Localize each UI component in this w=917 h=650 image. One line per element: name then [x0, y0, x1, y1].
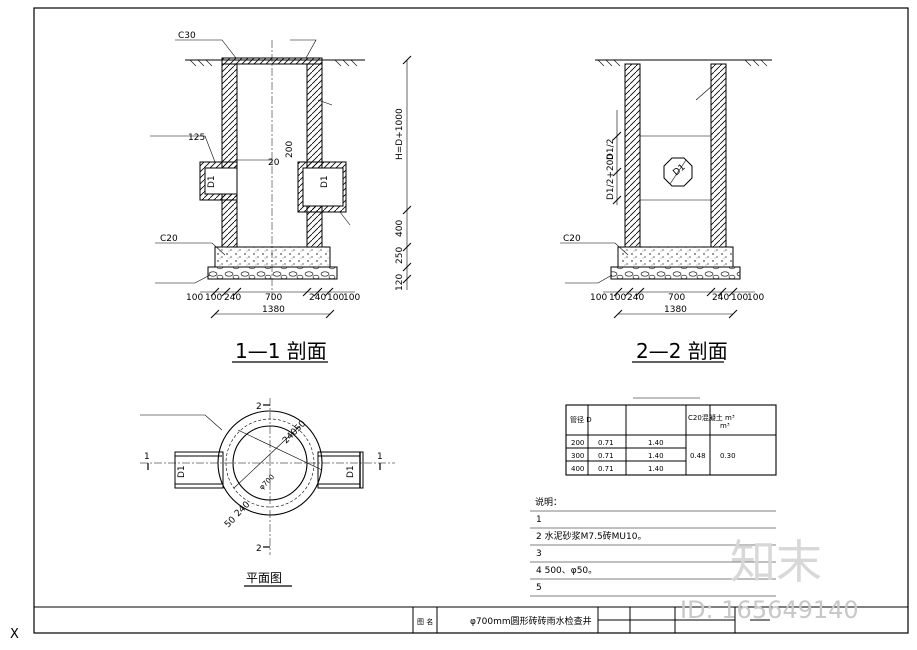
dim2-b2: 100: [609, 293, 626, 303]
pipe-opening: [663, 157, 693, 187]
table-row3-a: 0.71: [598, 465, 614, 473]
note-5: 5: [536, 583, 542, 593]
notes: 说明： 1 2 水泥砂浆M7.5砖MU10。 3 4 500、φ50。 5: [530, 496, 776, 597]
cut-mark-1-left: 1: [144, 452, 150, 462]
concrete-base-2: [617, 246, 734, 268]
table-merged-other: 0.30: [720, 452, 736, 460]
sheet-frame: [33, 7, 909, 634]
table-header-d: 管径 D: [570, 415, 592, 424]
dim-20: 20: [268, 158, 280, 168]
note-4: 4 500、φ50。: [536, 566, 597, 576]
plan-dim-50-bottom: 50: [223, 515, 238, 530]
plan-title: 平面图: [246, 571, 282, 585]
table-header-m3: m³: [720, 422, 730, 430]
pipe-label-2: D1: [672, 163, 688, 179]
section-2-2-title: 2—2 剖面: [636, 339, 728, 363]
dim-b3: 240: [224, 293, 241, 303]
dim2-total: 1380: [664, 305, 687, 315]
dim-b2: 100: [205, 293, 222, 303]
section-2-2: C20 D1/2+200 D1/2 D1 100 100 240 700 240…: [560, 59, 772, 363]
dim-d1-half: D1/2: [606, 139, 616, 160]
table-row2-b: 1.40: [648, 452, 664, 460]
plan-pipe-left: D1: [177, 465, 187, 478]
c20-label: C20: [160, 234, 178, 244]
dim2-b6: 100: [731, 293, 748, 303]
drawing-title: φ700mm圆形砖砖雨水检查井: [470, 615, 592, 627]
outer-ring: [217, 410, 323, 516]
dim2-b3: 240: [627, 293, 644, 303]
table-row1-d: 200: [571, 439, 584, 447]
note-3: 3: [536, 549, 542, 559]
cut-mark-1-right: 1: [377, 452, 383, 462]
table-row3-d: 400: [571, 465, 584, 473]
title-block-label: 图 名: [417, 617, 433, 626]
dim2-b4: 700: [668, 293, 685, 303]
dim-b6: 100: [327, 293, 344, 303]
plan-view: 1 1 2 2 50 240 50 240 φ700 D1 D1 平面图: [140, 398, 395, 587]
dim-h: H=D+1000: [395, 108, 405, 160]
note-1: 1: [536, 515, 542, 525]
right-wall: [306, 63, 323, 248]
dim-b5: 240: [309, 293, 326, 303]
dim-b4: 700: [265, 293, 282, 303]
dim-120: 120: [395, 274, 405, 291]
left-wall: [221, 63, 238, 248]
dim2-b7: 100: [747, 293, 764, 303]
notes-title: 说明：: [535, 496, 562, 508]
stone-bedding-2: [610, 266, 741, 280]
dim-400: 400: [395, 220, 405, 237]
c30-label: C30: [178, 31, 196, 41]
plan-dim-700: φ700: [258, 473, 276, 491]
table-row3-b: 1.40: [648, 465, 664, 473]
pipe-label-left: D1: [207, 175, 217, 188]
table-row1-b: 1.40: [648, 439, 664, 447]
dim-200: 200: [285, 141, 295, 158]
table-merged-c20: 0.48: [690, 452, 706, 460]
dim2-b5: 240: [712, 293, 729, 303]
pipe-label-right: D1: [320, 175, 330, 188]
corner-mark: X: [10, 627, 19, 642]
quantity-table: 管径 D C20混凝土 m³ m³ 200 0.71 1.40 300 0.71…: [565, 397, 777, 476]
plan-pipe-right: D1: [346, 465, 356, 478]
note-2: 2 水泥砂浆M7.5砖MU10。: [536, 530, 646, 542]
concrete-base: [214, 246, 331, 268]
section-1-1-title: 1—1 剖面: [235, 339, 327, 363]
dim-125: 125: [188, 133, 205, 143]
dim-b7: 100: [343, 293, 360, 303]
dim-total: 1380: [262, 305, 285, 315]
section-1-1: C30 C20 125 20 200 D1 D1 H=D+1000 400 25…: [150, 31, 412, 363]
cut-mark-2-bottom: 2: [256, 544, 262, 554]
dim-250: 250: [395, 247, 405, 264]
watermark-brand: 知末: [730, 535, 822, 589]
dim-b1: 100: [186, 293, 203, 303]
watermark: 知末 ID: 165649140: [680, 535, 859, 624]
stone-bedding: [207, 266, 338, 280]
right-wall-2: [710, 63, 727, 248]
table-row2-d: 300: [571, 452, 584, 460]
title-block: 图 名 φ700mm圆形砖砖雨水检查井: [417, 615, 592, 627]
c20-label-2: C20: [563, 234, 581, 244]
dim2-b1: 100: [590, 293, 607, 303]
watermark-id: ID: 165649140: [680, 596, 859, 624]
table-row2-a: 0.71: [598, 452, 614, 460]
table-header-c20: C20混凝土 m³: [688, 413, 735, 422]
dim-d1-half-200: D1/2+200: [606, 154, 616, 200]
table-row1-a: 0.71: [598, 439, 614, 447]
cut-mark-2-top: 2: [256, 402, 262, 412]
left-wall-2: [624, 63, 641, 248]
